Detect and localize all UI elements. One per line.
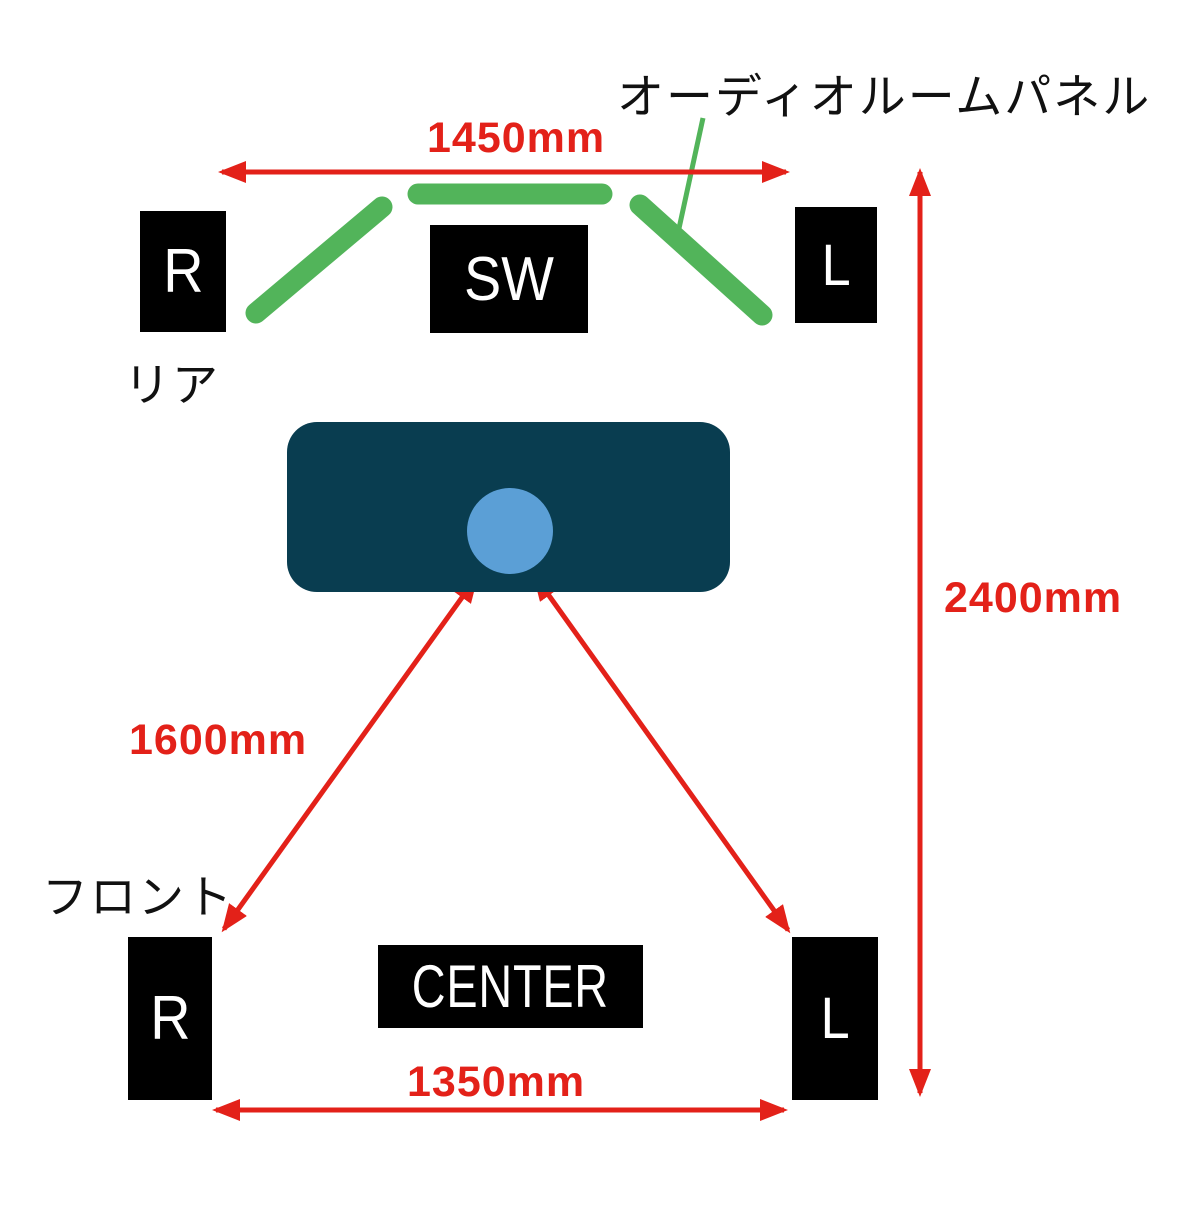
rear-left-speaker: L [795,207,877,323]
front-left-speaker: L [792,937,878,1100]
listener-to-front-right-arrow [221,574,479,933]
panel-callout-line [675,117,706,234]
audio-room-panel-label: オーディオルームパネル [617,70,1152,123]
rear-area-label: リア [124,359,220,411]
listener-to-front-left-arrow [532,572,791,934]
front-area-label: フロント [42,871,234,923]
panel-right-icon [629,194,773,326]
rear-right-speaker: R [140,211,226,332]
rear-width-dimension: 1450mm [427,114,606,162]
center-speaker: CENTER [378,945,643,1028]
front-width-dimension: 1350mm [407,1058,586,1106]
subwoofer-label: SW [464,244,554,314]
front-right-speaker: R [128,937,212,1100]
subwoofer-speaker: SW [430,225,588,333]
rear-left-speaker-label: L [821,232,851,298]
listener-distance-dimension: 1600mm [129,716,308,764]
room-depth-dimension: 2400mm [944,574,1123,622]
panel-left-icon [245,196,393,324]
listener-head [467,488,553,574]
center-speaker-label: CENTER [411,953,610,1020]
rear-right-speaker-label: R [162,237,204,306]
front-left-speaker-label: L [820,986,850,1051]
front-right-speaker-label: R [149,984,191,1053]
